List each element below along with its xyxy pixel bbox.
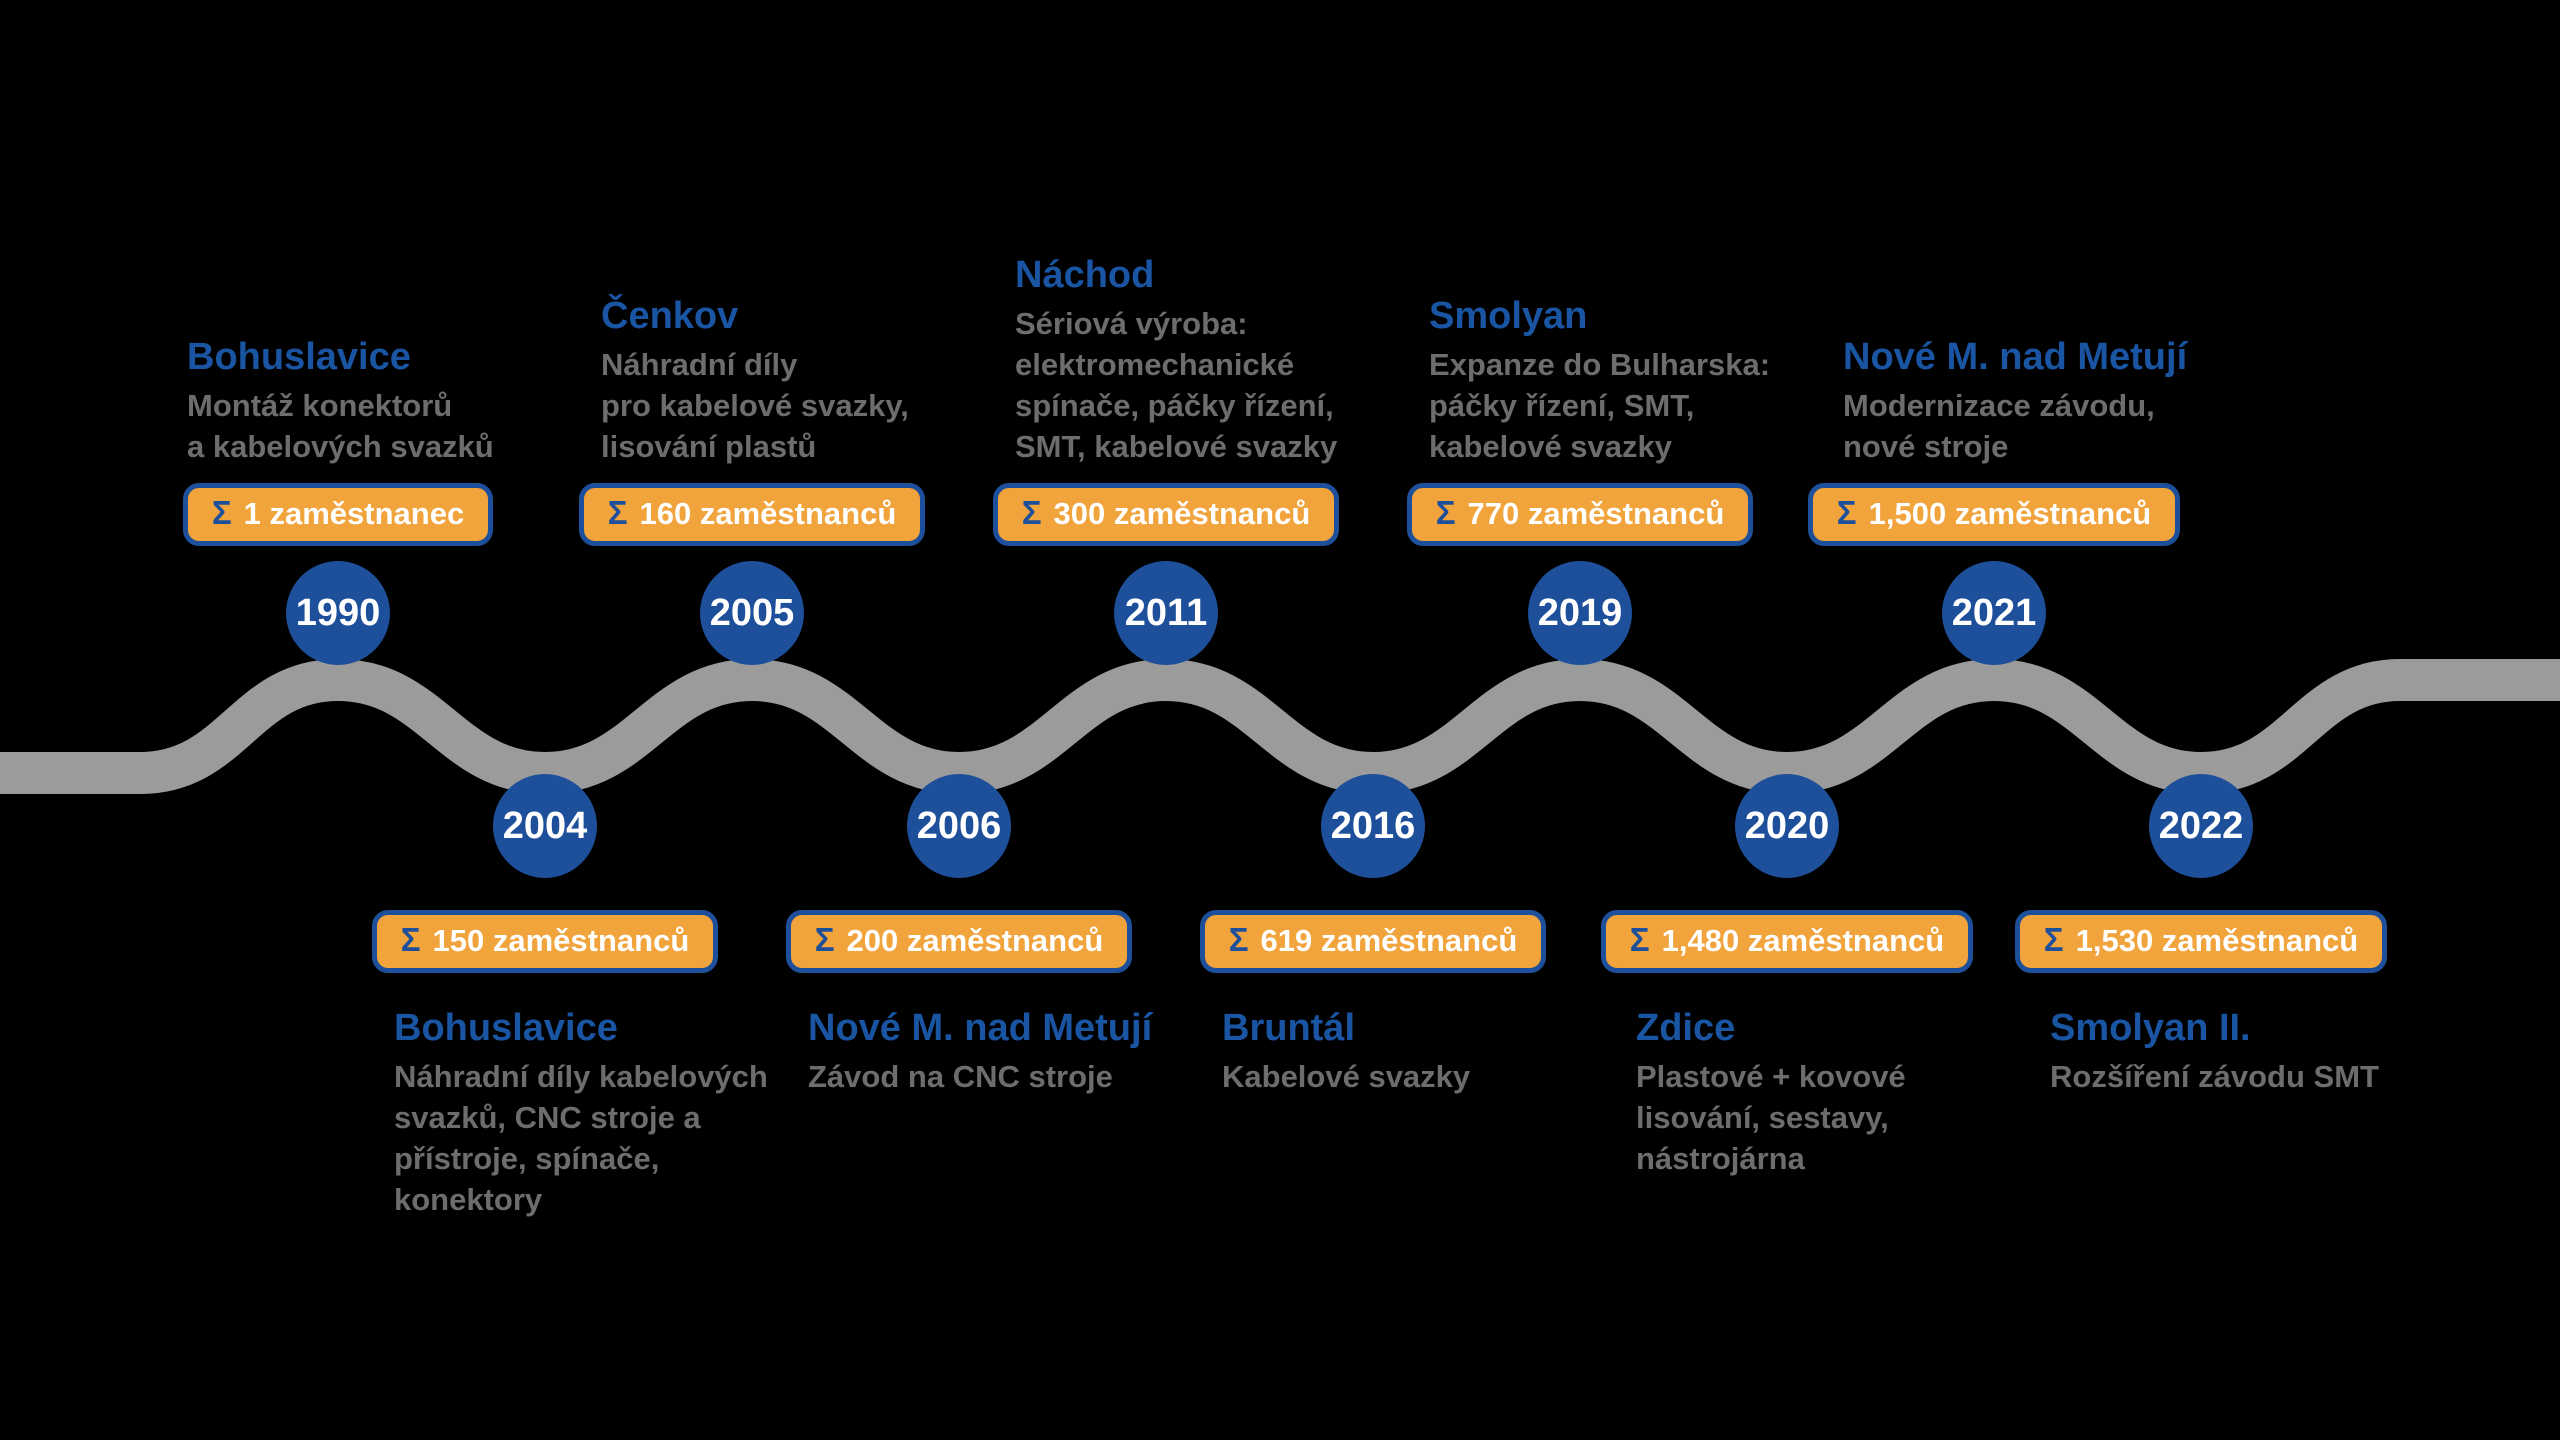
employee-count-label: 1 zaměstnanec (243, 496, 465, 531)
event-nachod-2011: Náchod Sériová výroba: elektromechanické… (992, 254, 1431, 546)
employee-count-label: 160 zaměstnanců (639, 496, 897, 531)
event-title: Nové M. nad Metují (808, 1007, 1153, 1049)
year-circle-2020: 2020 (1735, 774, 1839, 878)
event-zdice-2020: Σ 1,480 zaměstnanců Zdice Plastové + kov… (1600, 910, 2052, 1179)
event-title: Bohuslavice (187, 336, 411, 378)
event-description: Plastové + kovové lisování, sestavy, nás… (1636, 1059, 1906, 1176)
wave-path (0, 658, 2560, 795)
year-circle-2021: 2021 (1942, 561, 2046, 665)
employee-count-badge: Σ 200 zaměstnanců (785, 910, 1133, 973)
year-circle-2022: 2022 (2149, 774, 2253, 878)
employee-count-label: 619 zaměstnanců (1260, 923, 1518, 958)
event-smolyan-2019: Smolyan Expanze do Bulharska: páčky říze… (1406, 295, 1845, 546)
sigma-icon: Σ (211, 494, 232, 531)
sigma-icon: Σ (607, 494, 628, 531)
badge-rail: Σ 1,480 zaměstnanců (1600, 910, 1974, 973)
event-description: Montáž konektorů a kabelových svazků (187, 388, 494, 464)
event-nove-m-2021: Nové M. nad Metují Modernizace závodu, n… (1807, 336, 2259, 546)
event-bohuslavice-2004: Σ 150 zaměstnanců Bohuslavice Náhradní d… (371, 910, 810, 1220)
event-description: Expanze do Bulharska: páčky řízení, SMT,… (1429, 347, 1771, 464)
employee-count-label: 1,500 zaměstnanců (1868, 496, 2152, 531)
badge-rail: Σ 770 zaměstnanců (1406, 483, 1754, 546)
sigma-icon: Σ (2043, 921, 2064, 958)
employee-count-label: 1,480 zaměstnanců (1661, 923, 1945, 958)
sigma-icon: Σ (1629, 921, 1650, 958)
employee-count-badge: Σ 1,530 zaměstnanců (2014, 910, 2388, 973)
event-description: Náhradní díly kabelových svazků, CNC str… (394, 1059, 768, 1217)
employee-count-label: 770 zaměstnanců (1467, 496, 1725, 531)
sigma-icon: Σ (1836, 494, 1857, 531)
event-title: Smolyan (1429, 295, 1588, 337)
event-title: Zdice (1636, 1007, 1736, 1049)
event-description: Sériová výroba: elektromechanické spínač… (1015, 306, 1338, 464)
employee-count-badge: Σ 160 zaměstnanců (578, 483, 926, 546)
event-title: Náchod (1015, 254, 1155, 296)
event-title: Smolyan II. (2050, 1007, 2251, 1049)
employee-count-badge: Σ 1,500 zaměstnanců (1807, 483, 2181, 546)
year-circle-2019: 2019 (1528, 561, 1632, 665)
sigma-icon: Σ (1021, 494, 1042, 531)
year-label: 2005 (709, 591, 795, 634)
event-smolyan-ii-2022: Σ 1,530 zaměstnanců Smolyan II. Rozšířen… (2014, 910, 2466, 1097)
employee-count-badge: Σ 619 zaměstnanců (1199, 910, 1547, 973)
year-circle-2011: 2011 (1114, 561, 1218, 665)
badge-rail: Σ 619 zaměstnanců (1199, 910, 1547, 973)
employee-count-badge: Σ 1,480 zaměstnanců (1600, 910, 1974, 973)
year-circle-2016: 2016 (1321, 774, 1425, 878)
event-description: Kabelové svazky (1222, 1059, 1471, 1094)
event-title: Nové M. nad Metují (1843, 336, 2188, 378)
event-description: Modernizace závodu, nové stroje (1843, 388, 2155, 464)
employee-count-label: 150 zaměstnanců (432, 923, 690, 958)
badge-rail: Σ 300 zaměstnanců (992, 483, 1340, 546)
year-label: 2011 (1124, 591, 1208, 634)
badge-rail: Σ 1,500 zaměstnanců (1807, 483, 2181, 546)
sigma-icon: Σ (814, 921, 835, 958)
employee-count-badge: Σ 300 zaměstnanců (992, 483, 1340, 546)
badge-rail: Σ 1 zaměstnanec (173, 483, 503, 546)
event-description: Náhradní díly pro kabelové svazky, lisov… (601, 347, 909, 464)
year-label: 2022 (2158, 804, 2244, 847)
event-description: Rozšíření závodu SMT (2050, 1059, 2379, 1094)
year-label: 2006 (916, 804, 1002, 847)
employee-count-label: 200 zaměstnanců (846, 923, 1104, 958)
year-label: 1990 (295, 591, 381, 634)
event-description: Závod na CNC stroje (808, 1059, 1113, 1094)
event-bohuslavice-1990: Bohuslavice Montáž konektorů a kabelovýc… (173, 336, 603, 546)
year-label: 2016 (1330, 804, 1416, 847)
badge-rail: Σ 200 zaměstnanců (785, 910, 1133, 973)
badge-rail: Σ 160 zaměstnanců (578, 483, 926, 546)
badge-rail: Σ 150 zaměstnanců (371, 910, 719, 973)
event-bruntal-2016: Σ 619 zaměstnanců Bruntál Kabelové svazk… (1199, 910, 1638, 1097)
event-cenkov-2005: Čenkov Náhradní díly pro kabelové svazky… (578, 295, 1017, 546)
employee-count-badge: Σ 770 zaměstnanců (1406, 483, 1754, 546)
event-title: Čenkov (601, 295, 739, 337)
employee-count-badge: Σ 150 zaměstnanců (371, 910, 719, 973)
employee-count-badge: Σ 1 zaměstnanec (182, 483, 494, 546)
year-label: 2021 (1951, 591, 2037, 634)
employee-count-label: 300 zaměstnanců (1053, 496, 1311, 531)
sigma-icon: Σ (1435, 494, 1456, 531)
sigma-icon: Σ (400, 921, 421, 958)
sigma-icon: Σ (1228, 921, 1249, 958)
year-circle-2006: 2006 (907, 774, 1011, 878)
year-label: 2019 (1537, 591, 1623, 634)
event-nove-m-2006: Σ 200 zaměstnanců Nové M. nad Metují Záv… (785, 910, 1224, 1097)
year-label: 2004 (502, 804, 588, 847)
year-circle-2005: 2005 (700, 561, 804, 665)
employee-count-label: 1,530 zaměstnanců (2075, 923, 2359, 958)
year-circle-1990: 1990 (286, 561, 390, 665)
event-title: Bohuslavice (394, 1007, 618, 1049)
year-label: 2020 (1744, 804, 1830, 847)
badge-rail: Σ 1,530 zaměstnanců (2014, 910, 2388, 973)
year-circle-2004: 2004 (493, 774, 597, 878)
event-title: Bruntál (1222, 1007, 1355, 1049)
